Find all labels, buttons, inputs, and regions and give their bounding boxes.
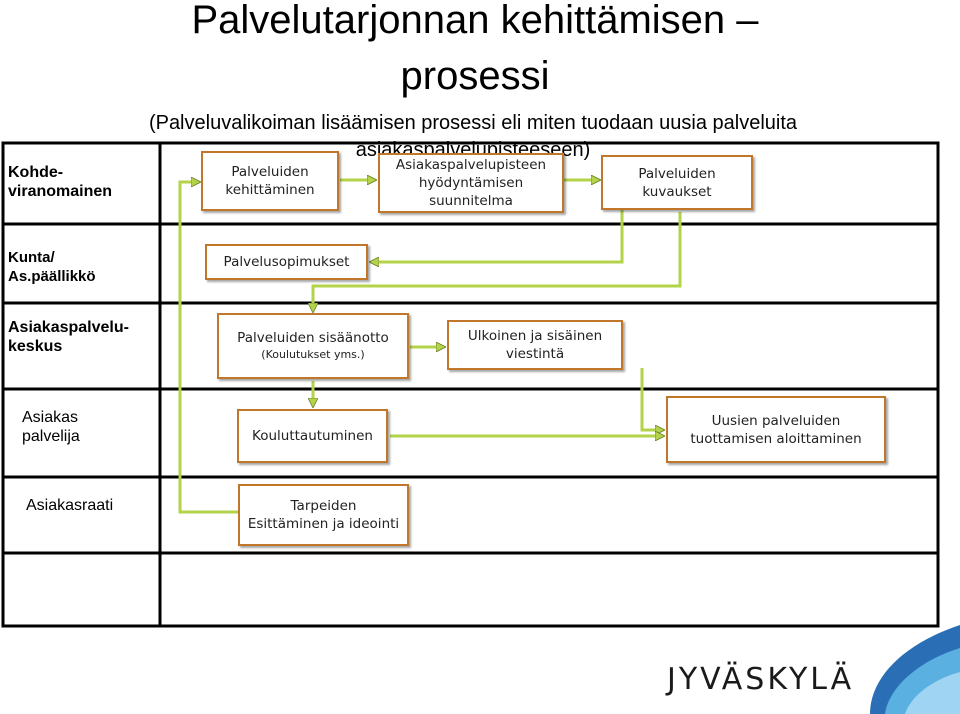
box-palvelusopimukset: Palvelusopimukset — [205, 244, 368, 280]
box-palveluiden-kuvaukset: Palveluiden kuvaukset — [601, 155, 753, 210]
box-text: Kouluttautuminen — [252, 428, 373, 444]
box-ulkoinen-sisainen-viestinta: Ulkoinen ja sisäinen viestintä — [447, 320, 623, 370]
lane-label-text: viranomainen — [8, 183, 113, 200]
lane-label-text: Kunta/ — [8, 249, 55, 266]
lane-label-text: Asiakasraati — [26, 497, 114, 514]
box-hyodyntamisen-suunnitelma: Asiakaspalvelupisteen hyödyntämisen suun… — [378, 153, 564, 213]
arrow-tarpeiden-to-kehittaminen — [178, 182, 238, 514]
lane-label-asiakaspalvelija: Asiakas palvelija — [22, 408, 172, 446]
box-text: Esittäminen ja ideointi — [247, 516, 400, 532]
box-text: Palveluiden — [231, 164, 309, 180]
arrow-kuvaukset-to-sopimukset — [374, 210, 624, 262]
arrow-viestinta-to-uusien — [640, 368, 660, 430]
lane-label-kohdeviranomainen: Kohde- viranomainen — [8, 163, 158, 201]
box-text: kuvaukset — [642, 183, 712, 200]
page-title-line1: Palvelutarjonnan kehittämisen – — [191, 0, 759, 42]
box-text: Palveluiden sisäänotto — [237, 330, 389, 346]
box-palveluiden-kehittaminen: Palveluiden kehittäminen — [201, 151, 339, 211]
box-text: Ulkoinen ja sisäinen — [467, 328, 603, 344]
box-text: Uusien palveluiden — [711, 412, 841, 429]
box-subtext: (Koulutukset yms.) — [261, 348, 365, 361]
lane-label-text: keskus — [8, 338, 63, 355]
box-text: viestintä — [505, 346, 565, 362]
box-kouluttautuminen: Kouluttautuminen — [237, 409, 388, 463]
lane-label-kunta: Kunta/ As.päällikkö — [8, 248, 158, 286]
lane-frame — [1, 141, 940, 628]
box-tarpeiden-esittaminen: Tarpeiden Esittäminen ja ideointi — [238, 484, 409, 546]
lane-label-text: Asiakaspalvelu- — [8, 319, 129, 336]
box-text: hyödyntämisen — [418, 175, 524, 191]
box-uusien-palveluiden-aloittaminen: Uusien palveluiden tuottamisen aloittami… — [666, 396, 886, 463]
lane-label-asiakasraati: Asiakasraati — [26, 496, 176, 515]
lane-label-text: Kohde- — [8, 164, 64, 181]
box-text: kehittäminen — [225, 182, 315, 198]
page-subtitle-line1: (Palveluvalikoiman lisäämisen prosessi e… — [148, 112, 798, 134]
lane-label-text: As.päällikkö — [8, 268, 96, 285]
lane-label-text: Asiakas — [22, 409, 79, 426]
box-text: Palvelusopimukset — [223, 254, 350, 270]
box-palveluiden-sisaanotto: Palveluiden sisäänotto (Koulutukset yms.… — [217, 313, 409, 379]
arrow-sopimukset-to-sisaanotto — [313, 212, 682, 308]
box-text: Asiakaspalvelupisteen — [395, 157, 547, 173]
box-text: suunnitelma — [429, 193, 513, 209]
box-text: Palveluiden — [638, 165, 716, 182]
box-text: Tarpeiden — [290, 498, 357, 514]
page-title-line2: prosessi — [400, 54, 550, 98]
box-text: tuottamisen aloittaminen — [690, 430, 862, 447]
lane-label-asiakaspalvelukeskus: Asiakaspalvelu- keskus — [8, 318, 158, 356]
logo-mark — [870, 625, 960, 714]
lane-label-text: palvelija — [22, 428, 80, 445]
logo-jyvaskyla: JYVÄSKYLÄ — [667, 662, 855, 697]
